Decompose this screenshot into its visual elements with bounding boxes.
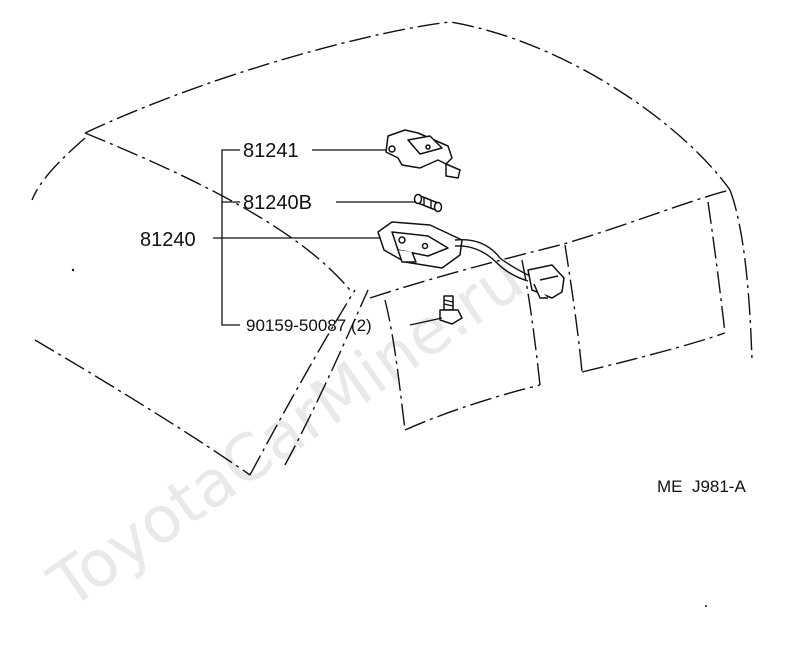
screw-90159-50087 [439,295,463,325]
lamp-assembly-81240 [377,221,565,299]
bracket-81241 [385,129,461,179]
part-label-81241: 81241 [243,140,299,162]
part-label-81240b: 81240B [243,192,312,214]
vehicle-body-outline [31,21,753,607]
diagram-code: ME J981-A [657,477,746,496]
bulb-81240b [413,193,443,213]
part-label-90159-50087: 90159-50087 (2) [246,316,372,335]
part-label-81240: 81240 [140,229,196,251]
watermark-text: ToyotaCarMine.ru [36,242,537,624]
leader-lines [213,149,443,326]
